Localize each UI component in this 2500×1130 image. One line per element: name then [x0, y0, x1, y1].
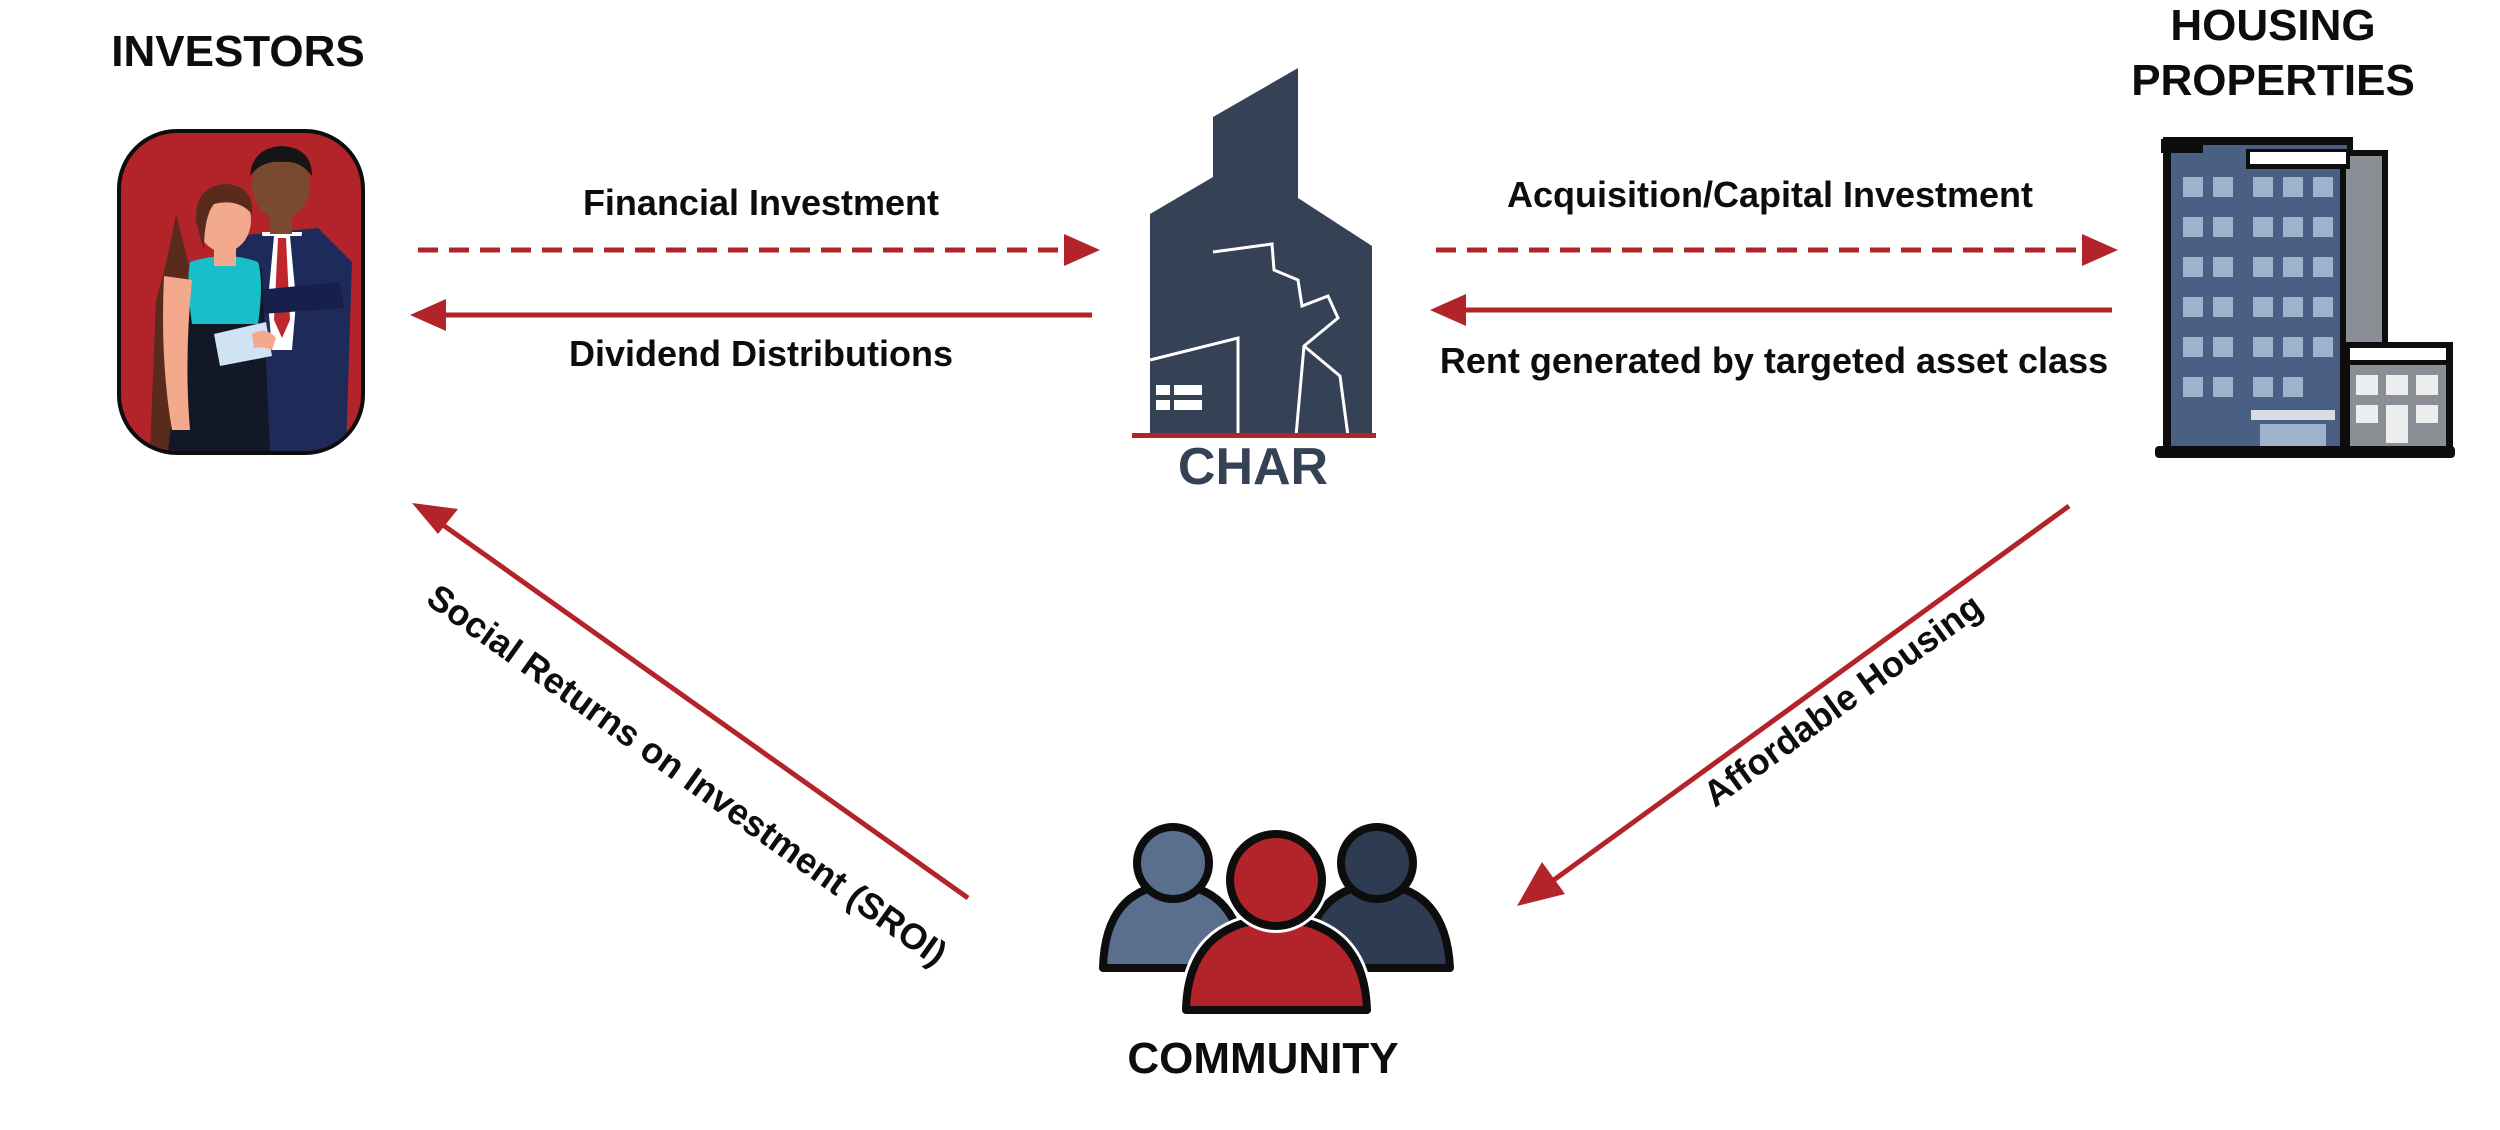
affordable-housing-label: Affordable Housing [1696, 585, 1990, 814]
sroi-arrow [434, 517, 970, 901]
dividend-distributions-label: Dividend Distributions [569, 333, 953, 374]
investors-couple-icon [117, 129, 365, 455]
financial-investment-arrowhead [1064, 234, 1100, 266]
affordable-housing-arrow [1538, 503, 2071, 893]
sroi-label: Social Returns on Investment (SROI) [420, 576, 955, 974]
flow-sroi: Social Returns on Investment (SROI) [412, 503, 970, 974]
char-title: CHAR [1178, 438, 1328, 496]
flow-affordable-housing: Affordable Housing [1517, 503, 2071, 906]
community-people-icon [1099, 823, 1454, 1017]
financial-investment-label: Financial Investment [583, 182, 939, 223]
sroi-arrowhead [412, 503, 458, 534]
flow-acquisition-capital-investment: Acquisition/Capital Investment [1436, 174, 2118, 266]
apartment-building-icon [2155, 137, 2455, 458]
investors-title: INVESTORS [111, 27, 364, 76]
flow-rent-generated: Rent generated by targeted asset class [1430, 294, 2112, 381]
housing-title-line2: PROPERTIES [2131, 56, 2415, 105]
rent-label: Rent generated by targeted asset class [1440, 340, 2108, 381]
dividend-distributions-arrowhead [410, 299, 446, 331]
acquisition-arrowhead [2082, 234, 2118, 266]
affordable-housing-arrowhead [1517, 862, 1565, 906]
housing-title-line1: HOUSING [2170, 1, 2375, 50]
flow-financial-investment: Financial Investment [418, 182, 1100, 266]
rent-arrowhead [1430, 294, 1466, 326]
acquisition-label: Acquisition/Capital Investment [1507, 174, 2033, 215]
community-title: COMMUNITY [1127, 1034, 1398, 1083]
char-buildings-logo-icon [1132, 68, 1376, 438]
flow-dividend-distributions: Dividend Distributions [410, 299, 1092, 374]
